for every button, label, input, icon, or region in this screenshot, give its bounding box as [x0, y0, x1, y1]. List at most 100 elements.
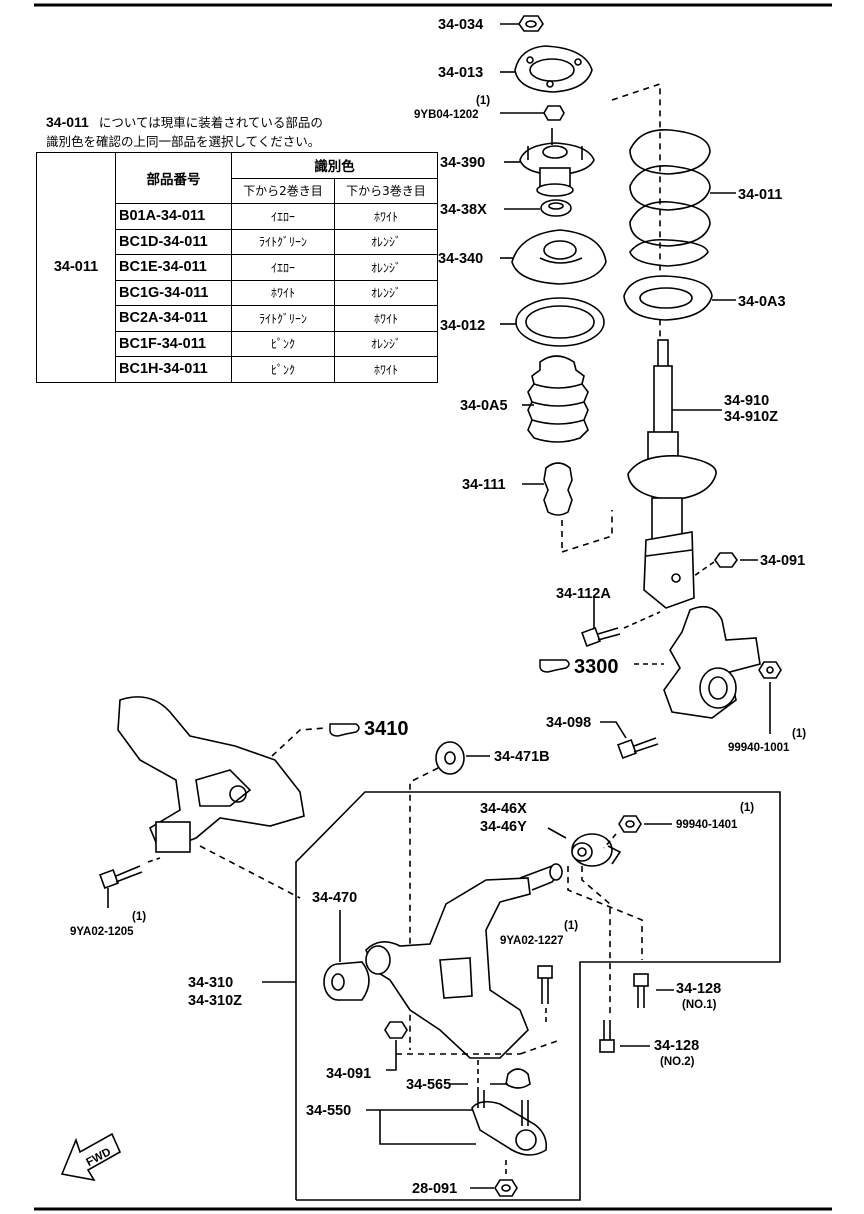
forward-arrow-icon: FWD	[60, 1132, 122, 1182]
color-2nd: ﾋﾟﾝｸ	[231, 356, 335, 383]
nut-34-091-lower	[384, 1021, 408, 1039]
label-34-46y: 34-46Y	[480, 819, 527, 835]
leader-34-46x	[547, 827, 567, 839]
spring-seat-34-0a3	[623, 275, 713, 321]
label-28-091: 28-091	[412, 1181, 457, 1197]
guide-bolt-no2	[581, 866, 611, 1016]
bolt-34-128-no2	[599, 1020, 615, 1053]
label-9ya02-1227: 9YA02-1227	[500, 935, 564, 947]
nut-34-091-upper	[714, 552, 738, 568]
identification-color-table: 34-011 部品番号 識別色 下から2巻き目 下から3巻き目 B01A-34-…	[36, 152, 438, 383]
label-34-38x: 34-38X	[440, 202, 487, 218]
leader-bolt	[623, 611, 661, 629]
pointing-hand-icon	[329, 723, 360, 737]
guide-frame-arm	[199, 845, 301, 899]
label-34-550: 34-550	[306, 1103, 351, 1119]
label-34-128-no1: 34-128	[676, 981, 721, 997]
bump-stop-34-111	[543, 462, 573, 516]
label-34-012: 34-012	[440, 318, 485, 334]
guide-line-right	[611, 82, 661, 440]
label-99940-1001: 99940-1001	[728, 742, 790, 754]
bushing-34-470	[323, 961, 370, 1001]
label-9ya02-1205: 9YA02-1205	[70, 926, 134, 938]
part-number: BC1D-34-011	[115, 228, 232, 255]
color-2nd: ﾎﾜｲﾄ	[231, 279, 335, 306]
label-34-111: 34-111	[462, 477, 506, 493]
label-34-470: 34-470	[312, 890, 357, 906]
part-number: BC1E-34-011	[115, 254, 232, 281]
label-9yb04-1202: 9YB04-1202	[414, 109, 479, 121]
label-34-910z: 34-910Z	[724, 409, 778, 425]
leader-3410	[271, 727, 326, 757]
leader-nut	[693, 561, 715, 577]
bushing-34-46x	[571, 833, 622, 867]
label-34-310: 34-310	[188, 975, 233, 991]
label-34-091-lower: 34-091	[326, 1066, 371, 1082]
qty-99940-1401: (1)	[740, 802, 754, 814]
color-3rd: ﾎﾜｲﾄ	[334, 356, 438, 383]
nut-28-091	[494, 1179, 518, 1197]
seat-34-012	[515, 297, 605, 347]
label-34-091-upper: 34-091	[760, 553, 805, 569]
header-part-number: 部品番号	[115, 152, 232, 204]
part-number: B01A-34-011	[115, 203, 232, 230]
label-no1: (NO.1)	[682, 999, 717, 1011]
mount-plate-34-013	[514, 45, 593, 93]
guide-line-left	[561, 510, 613, 553]
label-99940-1401: 99940-1401	[676, 819, 738, 831]
label-34-112a: 34-112A	[556, 586, 611, 602]
label-3410: 3410	[364, 718, 409, 740]
nut-9yb04	[543, 105, 565, 121]
bolt-9ya02-1227	[537, 965, 553, 1004]
header-second-coil: 下から2巻き目	[231, 177, 335, 204]
strut-mount-34-390	[519, 128, 595, 197]
lower-arm-group-frame	[295, 791, 781, 1201]
label-34-340: 34-340	[438, 251, 483, 267]
bolt-34-128-no1	[633, 973, 649, 1008]
qty-9yb04: (1)	[476, 95, 490, 107]
color-2nd: ﾗｲﾄｸﾞﾘｰﾝ	[231, 305, 335, 332]
ball-joint-34-550	[471, 1090, 548, 1156]
label-34-034: 34-034	[438, 17, 483, 33]
bolt-34-098	[617, 737, 659, 759]
qty-99940-1001: (1)	[792, 728, 806, 740]
knuckle-3300	[663, 605, 761, 719]
label-34-0a5: 34-0A5	[460, 398, 508, 414]
nut-99940-1001	[758, 661, 782, 679]
label-34-565: 34-565	[406, 1077, 451, 1093]
label-34-098: 34-098	[546, 715, 591, 731]
color-3rd: ｵﾚﾝｼﾞ	[334, 279, 438, 306]
washer-34-471b	[435, 741, 465, 775]
note-line-2: 識別色を確認の上同一部品を選択してください。	[46, 134, 321, 149]
part-number: BC1F-34-011	[115, 330, 232, 357]
color-2nd: ｲｴﾛｰ	[231, 203, 335, 230]
strut-34-910	[627, 339, 717, 609]
spacer-34-38x	[540, 199, 572, 217]
label-3300: 3300	[574, 656, 619, 678]
bolt-9ya02-1205	[99, 865, 143, 889]
label-34-013: 34-013	[438, 65, 483, 81]
nut-99940-1401	[618, 815, 642, 833]
note-line-1: については現車に装着されている部品の	[98, 115, 323, 130]
header-identification-color: 識別色	[231, 152, 438, 179]
header-third-coil: 下から3巻き目	[334, 177, 438, 204]
color-3rd: ｵﾚﾝｼﾞ	[334, 228, 438, 255]
dust-boot-34-565	[505, 1068, 531, 1089]
leader-frame-bolt	[147, 857, 161, 863]
label-34-128-no2: 34-128	[654, 1038, 699, 1054]
bolt-34-112a	[581, 627, 621, 647]
boot-34-0a5	[527, 355, 589, 443]
guide-arm-bottom	[396, 1039, 561, 1055]
subframe-3410	[117, 696, 305, 854]
leader-34-098	[600, 721, 627, 739]
qty-9ya02-1227: (1)	[564, 920, 578, 932]
pointing-hand-icon	[539, 659, 570, 673]
label-34-011: 34-011	[738, 187, 782, 203]
leader-34-550	[366, 1109, 476, 1145]
